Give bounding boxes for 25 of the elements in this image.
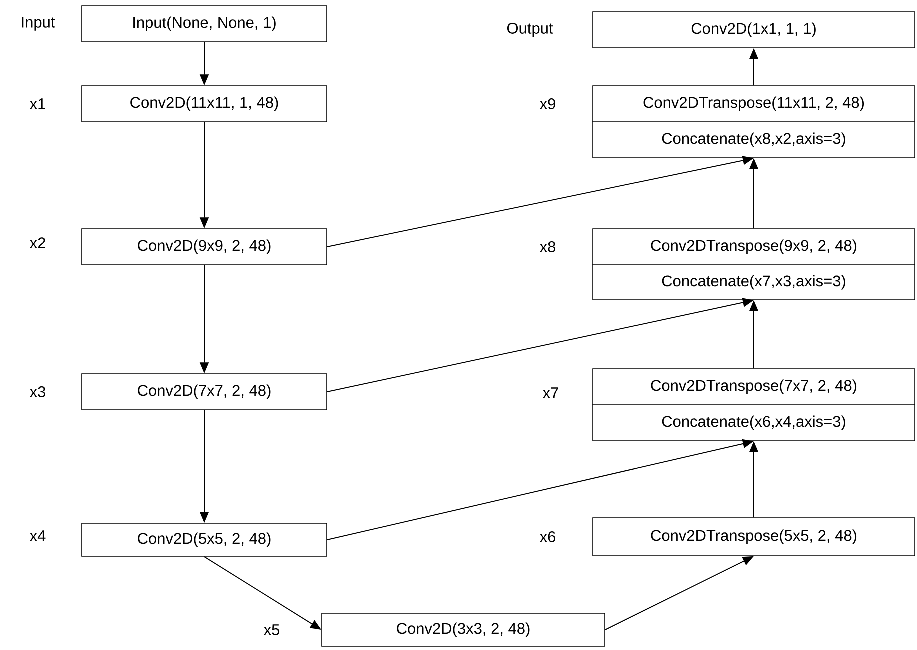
layer-box: Conv2DTranspose(11x11, 2, 48) [592, 86, 916, 122]
layer-label: Output [507, 22, 554, 38]
layer-box: Conv2D(3x3, 2, 48) [322, 613, 606, 647]
layer-box: Concatenate(x6,x4,axis=3) [592, 404, 916, 442]
layer-label: x3 [30, 386, 46, 398]
layer-label: Input [22, 17, 56, 31]
layer-box: Conv2DTranspose(7x7, 2, 48) [592, 368, 916, 406]
layer-label: x6 [540, 532, 556, 542]
layer-box: Concatenate(x7,x3,axis=3) [592, 264, 916, 300]
layer-box: Conv2D(7x7, 2, 48) [82, 374, 328, 410]
layer-label: x1 [30, 98, 46, 110]
layer-box: Conv2D(1x1, 1, 1) [592, 12, 916, 48]
layer-label: x7 [543, 388, 558, 398]
layer-label: x2 [30, 238, 46, 248]
layer-label: x9 [540, 98, 556, 110]
layer-box: Conv2DTranspose(5x5, 2, 48) [592, 518, 916, 556]
layer-label: x8 [540, 242, 556, 252]
layer-box: Conv2D(5x5, 2, 48) [82, 523, 328, 557]
layer-label: x5 [264, 624, 280, 636]
layer-box: Concatenate(x8,x2,axis=3) [592, 122, 916, 158]
layer-box: Conv2DTranspose(9x9, 2, 48) [592, 228, 916, 266]
layer-box: Conv2D(11x11, 1, 48) [82, 86, 328, 122]
layer-box: Input(None, None, 1) [82, 6, 328, 42]
layer-box: Conv2D(9x9, 2, 48) [82, 228, 328, 266]
layer-label: x4 [30, 530, 46, 542]
